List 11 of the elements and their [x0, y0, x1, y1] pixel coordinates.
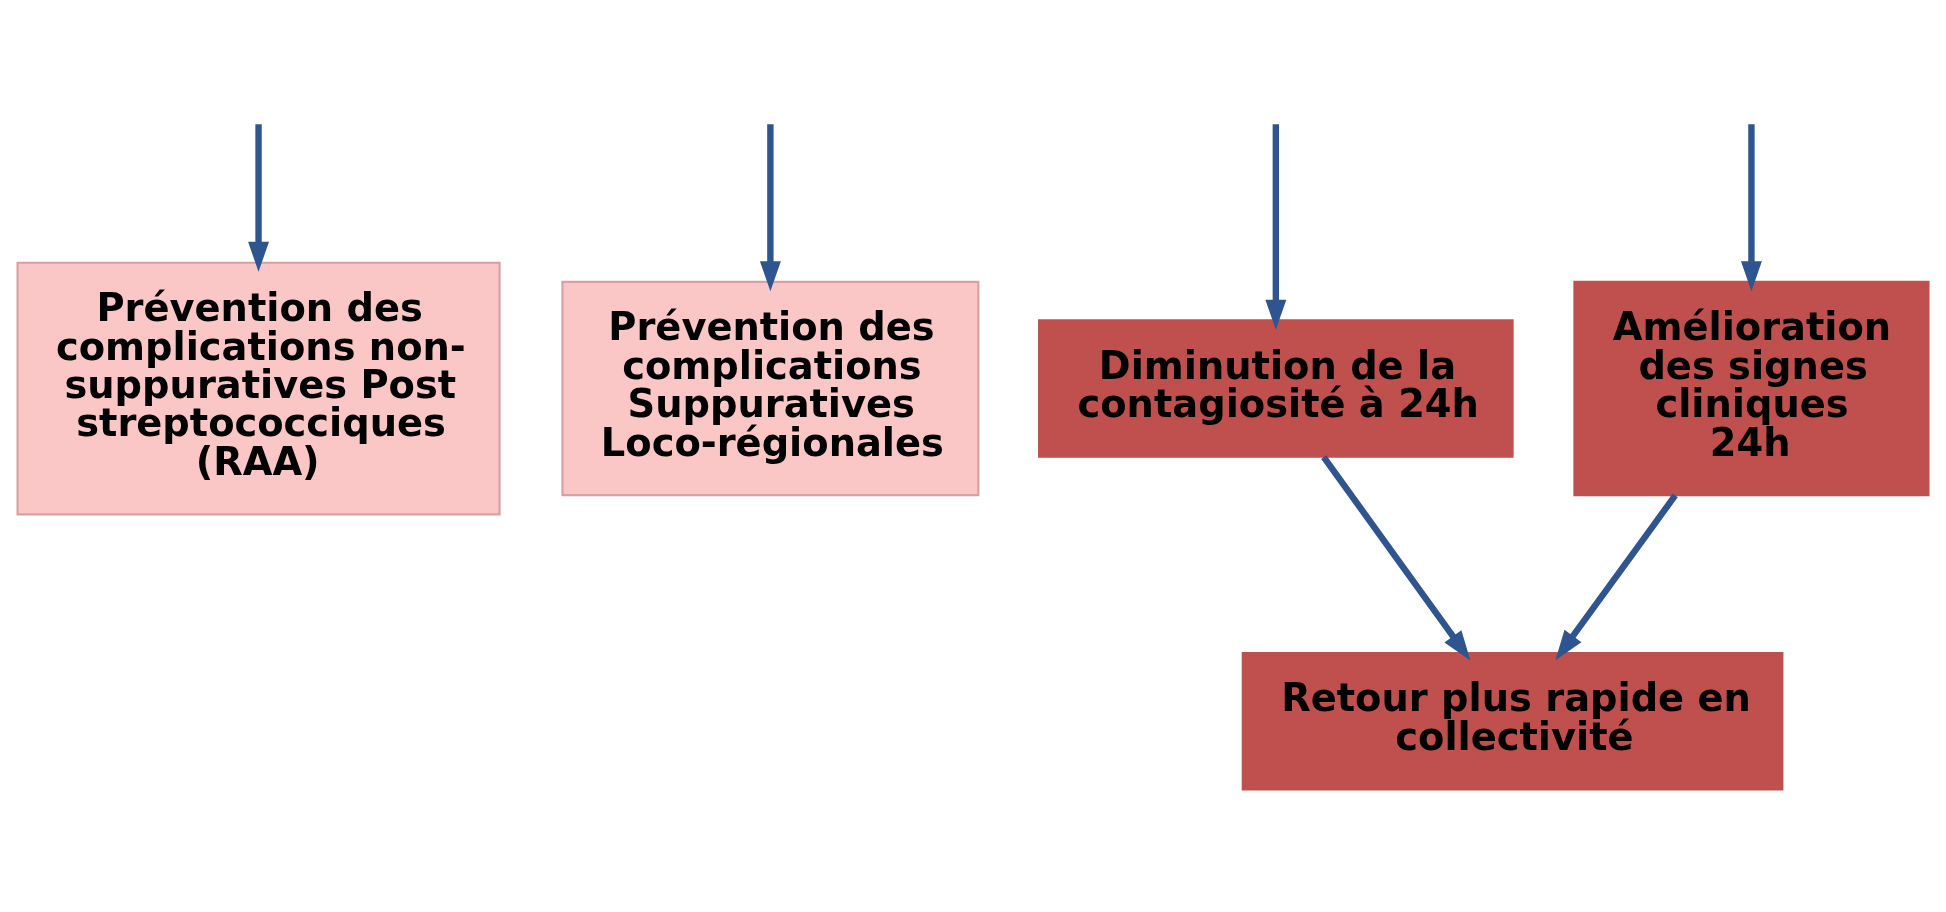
arrow: [1555, 493, 1678, 661]
arrow: [759, 124, 781, 292]
node-box: Amélioration des signes cliniques 24h: [1573, 280, 1930, 497]
node-box: Prévention des complications non-suppuratives Post streptococciques (RAA): [16, 261, 501, 516]
arrow: [1265, 124, 1287, 330]
node-box: Prévention des complications Suppuratives Loco-régionales: [561, 280, 980, 497]
arrow: [1740, 124, 1762, 292]
node-box: Diminution de la contagiosité à 24h: [1038, 319, 1514, 458]
arrow: [248, 124, 270, 272]
node-box: Retour plus rapide en collectivité: [1241, 651, 1784, 791]
arrow: [1321, 455, 1471, 661]
